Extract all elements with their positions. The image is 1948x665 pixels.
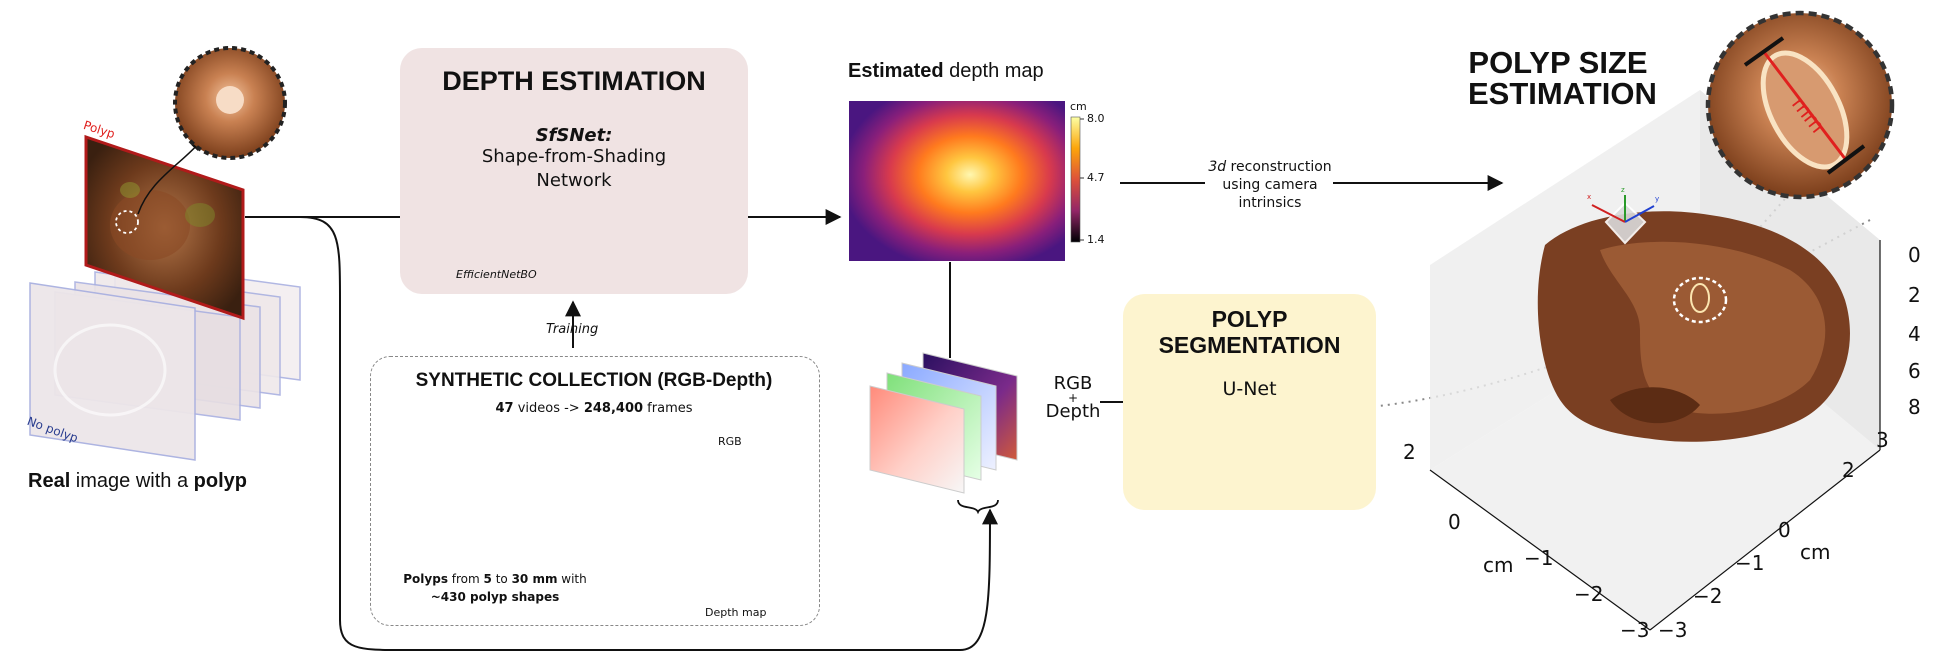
real-image-caption: Real image with a polyp bbox=[28, 470, 247, 492]
y-tick: −1 bbox=[1735, 551, 1765, 575]
loop-arrow-to-rgbd bbox=[245, 216, 998, 651]
synthetic-depth-label: Depth map bbox=[705, 606, 767, 619]
y-tick: −3 bbox=[1658, 618, 1688, 642]
y-tick: 2 bbox=[1842, 458, 1855, 482]
rgbd-stack bbox=[869, 352, 1018, 494]
x-tick: −2 bbox=[1574, 582, 1604, 606]
depth-map-image bbox=[849, 101, 1084, 261]
rgb-depth-label: RGB + Depth bbox=[1045, 373, 1101, 422]
sfsnet-line1: Shape-from-Shading bbox=[481, 146, 667, 167]
synthetic-collection-box bbox=[370, 356, 820, 626]
polyp-segmentation-box bbox=[1123, 294, 1376, 510]
depth-estimation-title: DEPTH ESTIMATION bbox=[442, 66, 706, 96]
polyp-zoom-circle bbox=[173, 46, 287, 160]
real-polyp-image bbox=[84, 134, 245, 321]
size-estimation-title: POLYP SIZE ESTIMATION bbox=[1468, 45, 1657, 111]
z-tick: 0 bbox=[1908, 243, 1921, 267]
axis-y-label: y bbox=[1655, 195, 1660, 203]
training-label: Training bbox=[546, 322, 599, 337]
x-tick: −1 bbox=[1524, 546, 1554, 570]
polyp-shapes: ~430 polyp shapes bbox=[430, 590, 560, 604]
axis-x-label: x bbox=[1587, 193, 1592, 201]
x-tick: −3 bbox=[1620, 618, 1650, 642]
z-tick: 4 bbox=[1908, 322, 1921, 346]
synthetic-videos: 47 videos -> 248,400 frames bbox=[495, 401, 693, 416]
sfsnet-name: SfSNet: bbox=[535, 125, 613, 146]
reconstruction-text: 3d reconstruction using camera intrinsic… bbox=[1208, 159, 1332, 211]
y-tick: −2 bbox=[1693, 584, 1723, 608]
size-zoom-circle bbox=[1705, 10, 1895, 200]
colorbar-tick-max: 8.0 bbox=[1087, 112, 1105, 125]
3d-reconstruction-plot bbox=[1429, 90, 1881, 631]
depth-map-title: Estimated depth map bbox=[848, 60, 1044, 82]
z-tick: 8 bbox=[1908, 395, 1921, 419]
synthetic-rgb-label: RGB bbox=[718, 435, 742, 448]
synthetic-title: SYNTHETIC COLLECTION (RGB-Depth) bbox=[415, 370, 773, 391]
unet-label: U-Net bbox=[1222, 378, 1277, 400]
z-tick: 6 bbox=[1908, 359, 1921, 383]
seg-to-3d-dotted bbox=[1359, 309, 1691, 409]
segmentation-title1: POLYP bbox=[1211, 306, 1288, 332]
y-unit: cm bbox=[1800, 540, 1831, 564]
stack-brace bbox=[957, 499, 999, 515]
axis-z-label: z bbox=[1621, 186, 1625, 194]
x-unit: cm bbox=[1483, 553, 1514, 577]
colorbar-tick-min: 1.4 bbox=[1087, 233, 1105, 246]
sfsnet-line2: Network bbox=[536, 170, 612, 191]
x-tick: 2 bbox=[1403, 440, 1416, 464]
segmentation-title2: SEGMENTATION bbox=[1158, 332, 1341, 358]
z-tick: 2 bbox=[1908, 283, 1921, 307]
y-tick: 0 bbox=[1778, 518, 1791, 542]
x-tick: 0 bbox=[1448, 510, 1461, 534]
y-tick: 3 bbox=[1876, 428, 1889, 452]
polyps-range: Polyps from 5 to 30 mm with bbox=[403, 572, 587, 586]
depth-estimation-box bbox=[400, 48, 748, 294]
depth-colorbar bbox=[1070, 116, 1081, 243]
colorbar-unit: cm bbox=[1070, 100, 1087, 113]
measurement-line bbox=[1762, 51, 1848, 161]
input-frames-stack bbox=[29, 46, 301, 461]
colorbar-tick-mid: 4.7 bbox=[1087, 171, 1105, 184]
encoder-label: EfficientNetBO bbox=[456, 268, 537, 281]
zoom-arrow bbox=[137, 141, 201, 215]
